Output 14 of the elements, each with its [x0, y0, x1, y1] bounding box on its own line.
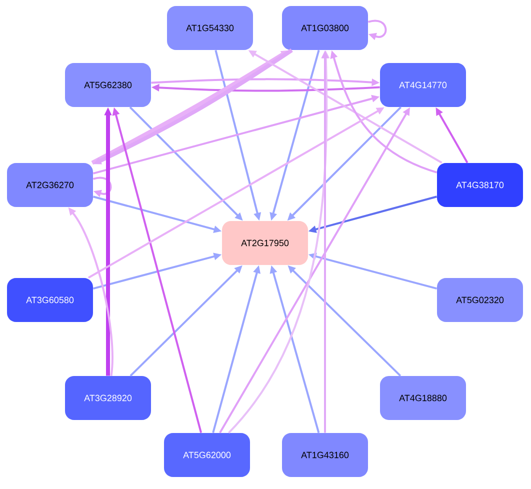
gene-box: AT5G62000: [164, 433, 250, 477]
gene-box: AT4G14770: [380, 63, 466, 107]
gene-box: AT5G02320: [437, 278, 523, 322]
gene-box: AT1G03800: [282, 6, 368, 50]
arrow: [92, 176, 112, 198]
gene-box: AT3G28920: [65, 376, 151, 420]
gene-box: AT1G54330: [167, 6, 253, 50]
gene-box: AT3G60580: [7, 278, 93, 322]
gene-box: AT2G36270: [7, 163, 93, 207]
gene-box: AT5G62380: [65, 63, 151, 107]
gene-box: AT4G38170: [437, 163, 523, 207]
gene-box: AT4G18880: [380, 376, 466, 420]
gene-box: AT2G17950: [222, 221, 308, 265]
gene-box: AT1G43160: [282, 433, 368, 477]
